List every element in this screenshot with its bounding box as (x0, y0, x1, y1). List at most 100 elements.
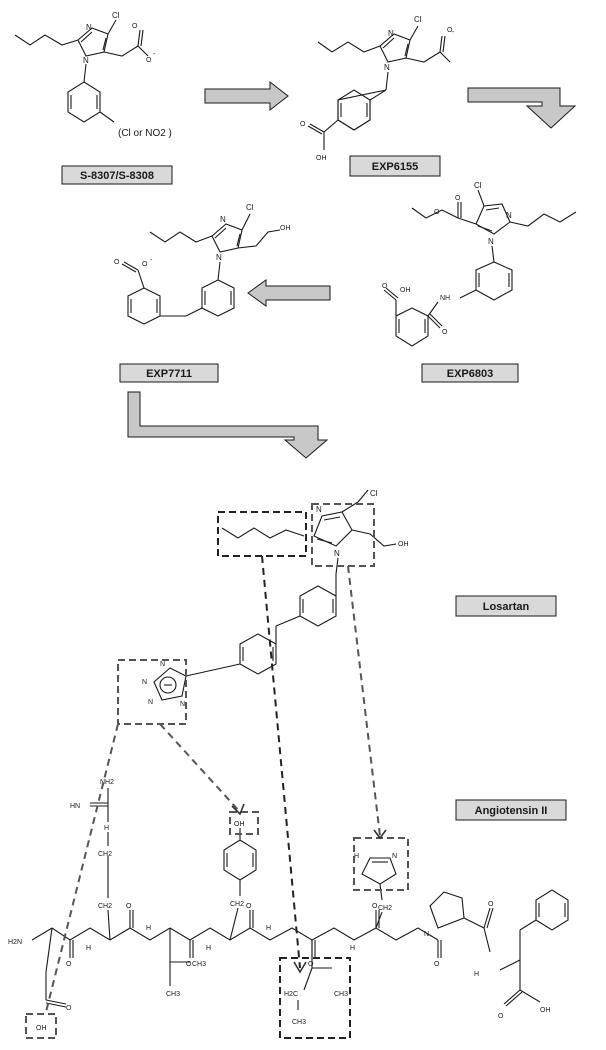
arrowhead-tyr (231, 803, 245, 816)
atom-ch3: CH3 (292, 1019, 306, 1026)
atom-o: O (498, 1013, 504, 1020)
atom-n: N (160, 661, 165, 668)
highlight-his-ring (353, 837, 409, 891)
atom-o: O (434, 209, 440, 216)
atom-n: N (392, 853, 397, 860)
label-s8307: S-8307/S-8308 (61, 165, 173, 185)
atom-n: N (488, 237, 494, 246)
atom-o: O (186, 961, 192, 968)
atom-o: O (488, 901, 494, 908)
label-exp6155: EXP6155 (349, 155, 441, 177)
atom-o: O (126, 903, 132, 910)
atom-n: N (334, 549, 340, 558)
atom-oh: OH (280, 225, 291, 232)
atom-cl: Cl (370, 489, 378, 498)
atom-nh: NH (440, 295, 450, 302)
atom-o: O (382, 283, 388, 290)
atom-h: H (206, 945, 211, 952)
charge-minus: - (452, 29, 455, 36)
atom-o: O (132, 23, 138, 30)
highlight-tetrazole (117, 659, 187, 725)
atom-o: O (246, 903, 252, 910)
atom-h: H (146, 925, 151, 932)
map-arrow-butyl-ile (261, 555, 301, 969)
atom-n: N (316, 505, 322, 514)
atom-oh: OH (398, 541, 409, 548)
map-arrow-tetrazole-tyr (159, 723, 241, 813)
charge-minus: - (150, 257, 153, 264)
atom-oh: OH (36, 1025, 47, 1032)
atom-o: O (455, 195, 461, 202)
atom-ch3: CH3 (334, 991, 348, 998)
highlight-ile-chain (279, 957, 351, 1039)
atom-h: H (104, 825, 109, 832)
atom-n: N (148, 699, 153, 706)
atom-h2n: H2N (8, 939, 22, 946)
label-exp7711: EXP7711 (119, 363, 219, 383)
atom-o: O (142, 261, 148, 268)
atom-ch3: CH3 (166, 991, 180, 998)
map-arrow-imidazole-his (347, 565, 381, 837)
charge-minus: - (153, 51, 156, 58)
atom-oh: OH (316, 155, 327, 162)
label-exp7711-text: EXP7711 (146, 368, 192, 380)
arrowhead-his (373, 829, 387, 840)
atom-cl: Cl (246, 203, 254, 212)
atom-n: N (388, 29, 394, 38)
atom-o: O (447, 27, 453, 34)
highlight-imidazole (311, 503, 375, 567)
arrow-left-1 (247, 279, 331, 307)
map-arrow-tetrazole-asp (45, 723, 119, 1013)
atom-o: O (442, 329, 448, 336)
label-losartan-text: Losartan (483, 601, 530, 613)
atom-ch2: CH2 (98, 903, 112, 910)
atom-n: N (384, 63, 390, 72)
atom-nh2: NH2 (100, 779, 114, 786)
atom-oh: OH (400, 287, 411, 294)
atom-o: O (66, 961, 72, 968)
atom-ch2: CH2 (98, 851, 112, 858)
structure-exp6155: N N Cl - O O OH (300, 15, 455, 162)
atom-o: O (434, 961, 440, 968)
atom-h: H (350, 945, 355, 952)
atom-n: N (83, 56, 89, 65)
arrow-down-2 (127, 391, 329, 459)
atom-oh: OH (234, 821, 245, 828)
atom-oh: OH (540, 1007, 551, 1014)
label-losartan: Losartan (455, 595, 557, 617)
atom-ch2: CH2 (378, 905, 392, 912)
atom-o: O (300, 121, 306, 128)
highlight-asp-oh (25, 1013, 57, 1039)
atom-h2c: H2C (284, 991, 298, 998)
structure-angiotensin: O O O O O O O H2N H H H H H O OH CH2 CH2… (8, 779, 569, 1032)
atom-h: H (86, 945, 91, 952)
arrow-right-1 (204, 80, 289, 112)
atom-o: O (146, 57, 152, 64)
atom-n: N (424, 931, 429, 938)
label-exp6803-text: EXP6803 (447, 368, 493, 380)
atom-o: O (308, 961, 314, 968)
substituent-note: (Cl or NO2 ) (118, 128, 172, 139)
label-exp6155-text: EXP6155 (372, 161, 418, 173)
atom-o: O (66, 1005, 72, 1012)
arrowhead-ile (293, 961, 307, 974)
atom-n: N (142, 679, 147, 686)
label-s8307-text: S-8307/S-8308 (80, 170, 154, 182)
structure-losartan: N N Cl OH N N N N (142, 489, 409, 708)
atom-n: N (86, 23, 92, 32)
atom-o: O (114, 259, 120, 266)
atom-cl: Cl (474, 181, 482, 190)
atom-h: H (266, 925, 271, 932)
atom-n: N (506, 211, 512, 220)
label-angiotensin-text: Angiotensin II (475, 805, 548, 817)
atom-h: H (354, 853, 359, 860)
label-angiotensin: Angiotensin II (455, 799, 567, 821)
atom-ch3: CH3 (192, 961, 206, 968)
structure-exp7711: N N Cl OH O O - (114, 203, 291, 325)
structure-s8307: N N Cl O O - (Cl or NO2 ) (14, 11, 172, 139)
arrow-down-1 (467, 87, 577, 129)
atom-n: N (216, 253, 222, 262)
label-exp6803: EXP6803 (421, 363, 519, 383)
atom-n: N (220, 215, 226, 224)
